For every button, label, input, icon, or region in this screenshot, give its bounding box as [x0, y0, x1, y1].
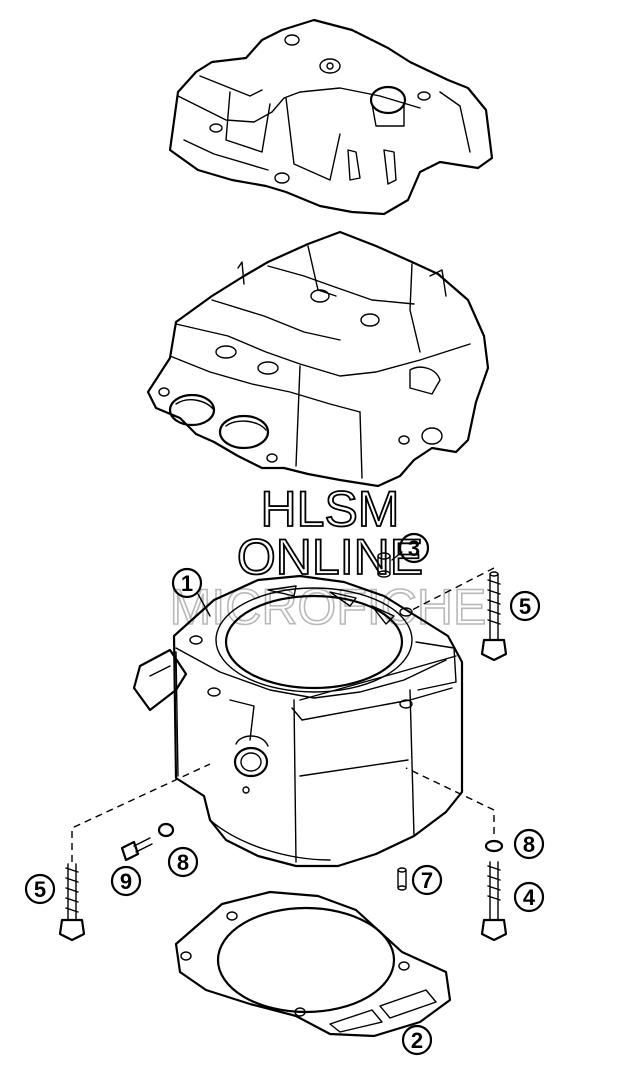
stud-bolt-right: [480, 571, 508, 662]
callout-3: 3: [398, 532, 430, 564]
washer-right: [484, 839, 504, 853]
callout-5-right: 5: [509, 590, 541, 622]
callout-5-left-label: 5: [34, 877, 46, 902]
callout-5-right-label: 5: [519, 594, 531, 619]
callout-3-label: 3: [408, 536, 420, 561]
callout-8-right: 8: [513, 828, 545, 860]
watermark-line-3: MICROFICHE: [170, 579, 487, 635]
base-gasket-drawing: [174, 890, 452, 1038]
callout-9-label: 9: [120, 869, 132, 894]
callout-8-left-label: 8: [177, 850, 189, 875]
drain-screw: [120, 837, 153, 862]
watermark-line-2: ONLINE: [237, 529, 423, 585]
callout-7-label: 7: [421, 868, 433, 893]
leader-lines: [71, 551, 495, 862]
callout-4-label: 4: [523, 885, 536, 910]
callout-1: 1: [171, 567, 203, 599]
callout-8-right-label: 8: [523, 832, 535, 857]
callout-4: 4: [513, 881, 545, 913]
dowel-pin-top: [377, 552, 391, 578]
dowel-pin-lower: [397, 867, 407, 891]
callout-2: 2: [401, 1024, 433, 1056]
callout-5-left: 5: [24, 873, 56, 905]
stud-bolt-right-lower: [480, 861, 508, 942]
cylinder-drawing: [132, 574, 464, 868]
callout-2-label: 2: [411, 1028, 423, 1053]
watermark-line-1: HLSM: [261, 481, 400, 537]
washer-left: [157, 822, 175, 838]
callout-8-left: 8: [167, 846, 199, 878]
watermark: HLSM ONLINE MICROFICHE: [169, 480, 487, 636]
callout-1-label: 1: [181, 571, 193, 596]
callout-9: 9: [110, 865, 142, 897]
valve-cover-drawing: [168, 18, 494, 216]
cylinder-head-drawing: [146, 230, 490, 488]
callout-7: 7: [411, 864, 443, 896]
stud-bolt-left: [58, 863, 86, 942]
